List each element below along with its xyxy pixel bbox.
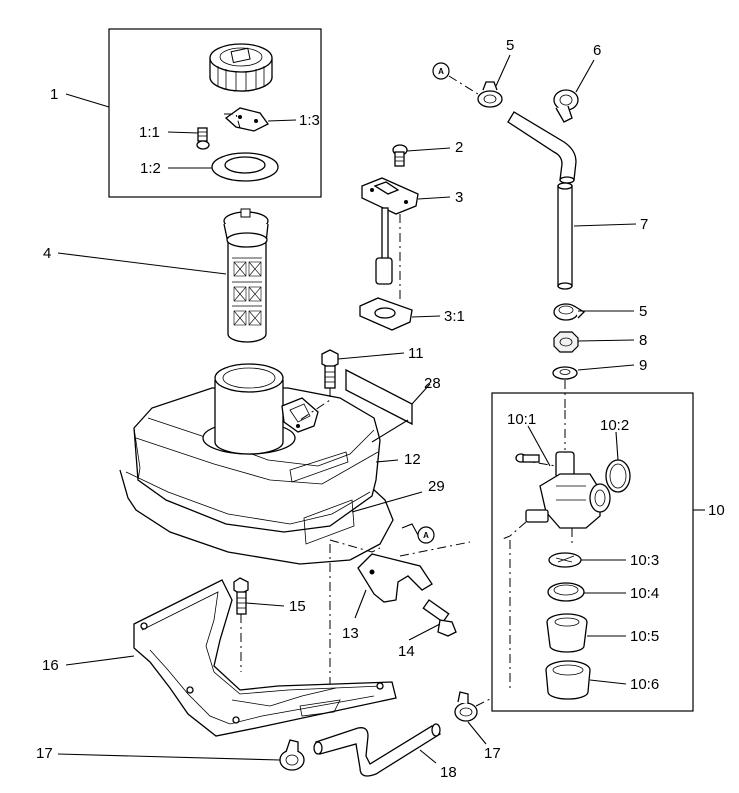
fuel-hose bbox=[507, 111, 577, 290]
callout-9: 9 bbox=[639, 357, 648, 374]
callout-8: 8 bbox=[639, 332, 648, 349]
callout-6: 6 bbox=[593, 42, 602, 59]
callout-2: 2 bbox=[455, 139, 464, 156]
callout-3-1: 3:1 bbox=[444, 308, 465, 325]
callout-10-1: 10:1 bbox=[507, 411, 537, 428]
lower-hose bbox=[313, 723, 442, 777]
hose-clamp-17-left bbox=[279, 739, 305, 771]
callout-10-6: 10:6 bbox=[630, 676, 660, 693]
callout-14: 14 bbox=[398, 643, 415, 660]
callout-10: 10 bbox=[708, 502, 725, 519]
fuel-cap bbox=[209, 43, 273, 92]
valve-o-ring bbox=[605, 459, 631, 493]
callout-1-3: 1:3 bbox=[299, 112, 320, 129]
callout-10-2: 10:2 bbox=[600, 417, 630, 434]
callout-1-2: 1:2 bbox=[140, 160, 161, 177]
ref-a-text-top: A bbox=[438, 67, 444, 76]
callout-29: 29 bbox=[428, 478, 445, 495]
callout-28: 28 bbox=[424, 375, 441, 392]
hex-nut bbox=[553, 331, 579, 353]
tank-bracket bbox=[329, 539, 471, 603]
fuel-tank bbox=[119, 363, 394, 706]
valve-filter-screen bbox=[548, 552, 582, 568]
callout-15: 15 bbox=[289, 598, 306, 615]
hose-clamp-6 bbox=[553, 89, 579, 123]
cap-plate bbox=[224, 107, 269, 132]
reference-marker-a-bottom: A bbox=[401, 523, 435, 544]
callout-7: 7 bbox=[640, 216, 649, 233]
ref-a-text-bottom: A bbox=[423, 531, 429, 540]
sender-gasket bbox=[359, 290, 413, 331]
cap-screw bbox=[196, 127, 210, 150]
fuel-strainer bbox=[223, 208, 269, 343]
callout-1-1: 1:1 bbox=[139, 124, 160, 141]
callout-13: 13 bbox=[342, 625, 359, 642]
cap-gasket bbox=[211, 152, 279, 182]
hose-clamp-17-right bbox=[454, 691, 493, 722]
callout-5-top: 5 bbox=[506, 37, 515, 54]
skid-plate bbox=[133, 579, 397, 737]
skid-bolt bbox=[233, 577, 249, 672]
callout-10-5: 10:5 bbox=[630, 628, 660, 645]
valve-bowl-ring bbox=[545, 660, 591, 700]
callout-1: 1 bbox=[50, 86, 59, 103]
callout-17-right: 17 bbox=[484, 745, 501, 762]
bracket-bolt bbox=[422, 599, 457, 637]
callout-5-lower: 5 bbox=[639, 303, 648, 320]
callout-10-4: 10:4 bbox=[630, 585, 660, 602]
warning-label bbox=[345, 368, 413, 426]
box-group-10 bbox=[491, 392, 694, 712]
box-group-1 bbox=[108, 28, 322, 198]
valve-gasket bbox=[547, 582, 585, 602]
callout-11: 11 bbox=[408, 345, 424, 362]
fuel-valve bbox=[499, 410, 611, 690]
leader-lines bbox=[57, 54, 705, 764]
callout-12: 12 bbox=[404, 451, 421, 468]
reference-marker-a-top: A bbox=[432, 62, 479, 95]
tank-bolt bbox=[299, 349, 339, 421]
callout-18: 18 bbox=[440, 764, 457, 781]
valve-sediment-bowl bbox=[546, 613, 588, 653]
callout-17-left: 17 bbox=[36, 745, 53, 762]
fuel-gauge-sender bbox=[361, 177, 419, 290]
callout-4: 4 bbox=[43, 245, 52, 262]
hose-clamp-lower bbox=[553, 303, 586, 321]
washer bbox=[552, 366, 578, 380]
callout-10-3: 10:3 bbox=[630, 552, 660, 569]
callout-3: 3 bbox=[455, 189, 464, 206]
valve-screw bbox=[515, 453, 540, 463]
sender-screw bbox=[392, 144, 408, 167]
callout-16: 16 bbox=[42, 657, 59, 674]
hose-clamp-top bbox=[477, 81, 503, 108]
